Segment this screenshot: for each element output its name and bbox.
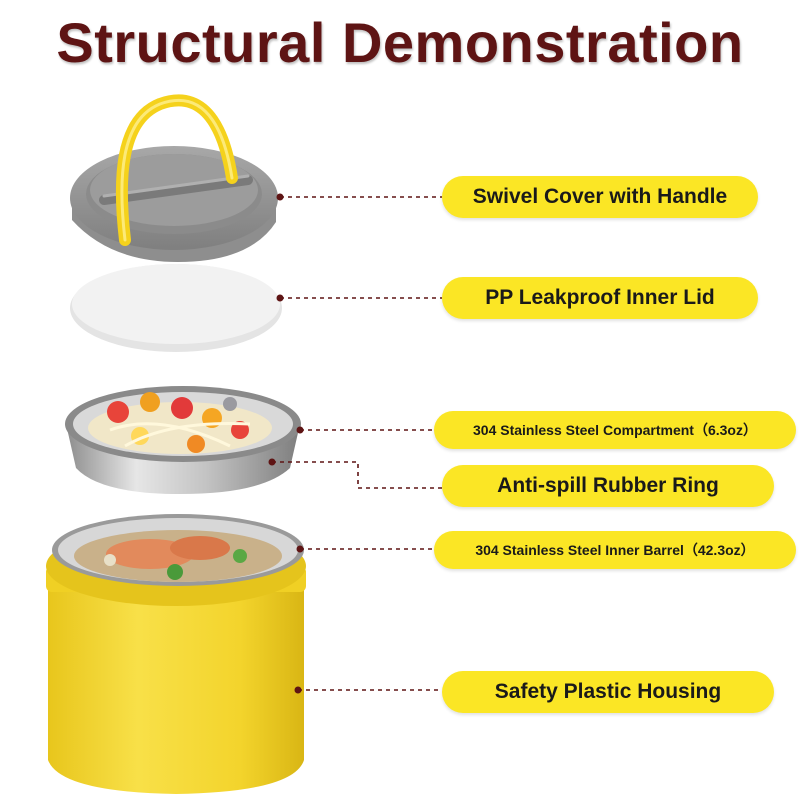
label-housing: Safety Plastic Housing xyxy=(442,671,774,713)
steel-compartment xyxy=(65,386,301,494)
inner-lid xyxy=(70,264,282,352)
label-rubber-ring: Anti-spill Rubber Ring xyxy=(442,465,774,507)
label-swivel-cover: Swivel Cover with Handle xyxy=(442,176,758,218)
swivel-cover xyxy=(70,146,278,262)
label-compartment: 304 Stainless Steel Compartment（6.3oz） xyxy=(434,411,796,449)
label-inner-barrel: 304 Stainless Steel Inner Barrel（42.3oz） xyxy=(434,531,796,569)
plastic-housing xyxy=(46,514,306,794)
label-inner-lid: PP Leakproof Inner Lid xyxy=(442,277,758,319)
